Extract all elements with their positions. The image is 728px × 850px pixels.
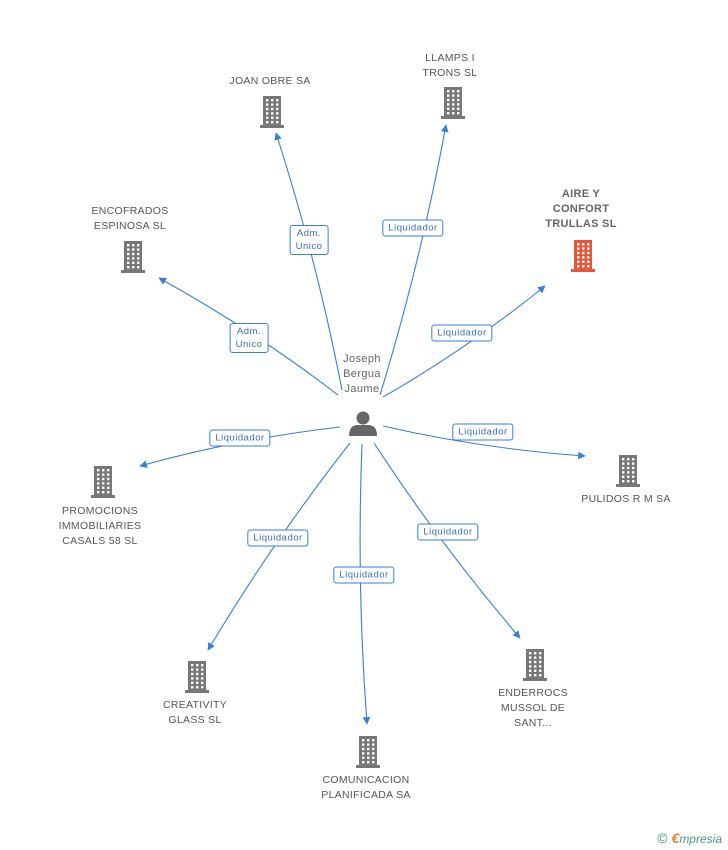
person-icon[interactable]	[349, 411, 377, 437]
company-label-enderrocs-mussol[interactable]: ENDERROCS MUSSOL DE SANT...	[498, 686, 568, 731]
copyright-symbol: ©	[657, 830, 668, 846]
role-badge-promocions-immobiliaries[interactable]: Liquidador	[209, 429, 271, 447]
building-icon[interactable]	[260, 96, 284, 128]
role-badge-encofrados-espinosa[interactable]: Adm. Unico	[229, 323, 269, 353]
building-icon[interactable]	[571, 240, 595, 272]
company-name-line: SANT...	[514, 717, 552, 729]
company-label-joan-obre[interactable]: JOAN OBRE SA	[229, 74, 310, 89]
footer-brand[interactable]: © €mpresia	[657, 830, 722, 846]
company-name-line: GLASS SL	[168, 714, 222, 726]
building-icon[interactable]	[91, 466, 115, 498]
company-name-line: LLAMPS I	[425, 52, 475, 64]
center-name-line: Joseph	[343, 353, 381, 365]
building-icon[interactable]	[441, 87, 465, 119]
company-label-promocions-immobiliaries[interactable]: PROMOCIONS IMMOBILIARIES CASALS 58 SL	[59, 504, 142, 549]
role-text: Unico	[295, 241, 323, 252]
building-icon[interactable]	[356, 736, 380, 768]
company-name-line: ENDERROCS	[498, 687, 568, 699]
center-name-line: Bergua	[343, 368, 381, 380]
role-text: Liquidador	[215, 432, 265, 444]
edge-pulidos-r-m	[382, 425, 586, 460]
company-label-aire-y-confort[interactable]: AIRE Y CONFORT TRULLAS SL	[545, 187, 616, 232]
company-name-line: PULIDOS R M SA	[581, 493, 671, 505]
company-name-line: TRONS SL	[422, 67, 478, 79]
company-name-line: COMUNICACION	[322, 774, 410, 786]
building-icon[interactable]	[616, 455, 640, 487]
role-badge-llamps-i-trons[interactable]: Liquidador	[382, 219, 444, 237]
company-name-line: TRULLAS SL	[545, 218, 617, 230]
company-label-pulidos-r-m[interactable]: PULIDOS R M SA	[581, 492, 670, 507]
center-name-line: Jaume	[344, 383, 380, 395]
company-name-line: IMMOBILIARIES	[58, 520, 142, 532]
role-text: Liquidador	[437, 327, 487, 339]
role-text: Unico	[235, 339, 263, 350]
company-name-line: PROMOCIONS	[62, 505, 138, 517]
company-name-line: ENCOFRADOS	[91, 205, 169, 217]
role-badge-pulidos-r-m[interactable]: Liquidador	[452, 423, 514, 441]
edge-enderrocs-mussol	[373, 442, 521, 639]
role-badge-joan-obre[interactable]: Adm. Unico	[289, 225, 329, 255]
company-label-comunicacion-planificada[interactable]: COMUNICACION PLANIFICADA SA	[321, 773, 410, 803]
role-text: Liquidador	[253, 532, 303, 544]
company-label-encofrados-espinosa[interactable]: ENCOFRADOS ESPINOSA SL	[91, 204, 168, 234]
building-icon[interactable]	[523, 649, 547, 681]
role-text: Liquidador	[339, 569, 389, 581]
building-icon[interactable]	[185, 661, 209, 693]
role-text: Adm.	[236, 326, 262, 337]
edge-creativity-glass	[207, 442, 351, 651]
company-label-llamps-i-trons[interactable]: LLAMPS I TRONS SL	[423, 51, 478, 81]
edge-comunicacion-planificada	[359, 443, 371, 725]
company-name-line: JOAN OBRE SA	[229, 75, 311, 87]
building-icon[interactable]	[121, 241, 145, 273]
brand-rest: mpresia	[679, 832, 722, 846]
company-name-line: PLANIFICADA SA	[321, 789, 411, 801]
company-name-line: CASALS 58 SL	[62, 535, 138, 547]
center-person-name[interactable]: Joseph Bergua Jaume	[343, 352, 381, 397]
role-text: Liquidador	[458, 426, 508, 438]
brand-name: €mpresia	[672, 830, 722, 846]
edge-aire-y-confort	[382, 285, 546, 398]
role-text: Adm.	[296, 228, 322, 239]
company-name-line: AIRE Y	[561, 188, 601, 200]
brand-initial: €	[671, 830, 680, 846]
role-text: Liquidador	[388, 222, 438, 234]
company-name-line: CREATIVITY	[162, 699, 228, 711]
role-badge-creativity-glass[interactable]: Liquidador	[247, 529, 309, 547]
role-badge-enderrocs-mussol[interactable]: Liquidador	[417, 523, 479, 541]
edge-llamps-i-trons	[379, 124, 449, 396]
role-badge-aire-y-confort[interactable]: Liquidador	[431, 324, 493, 342]
company-name-line: ESPINOSA SL	[93, 220, 167, 232]
company-label-creativity-glass[interactable]: CREATIVITY GLASS SL	[163, 698, 227, 728]
role-text: Liquidador	[423, 526, 473, 538]
edge-joan-obre	[274, 132, 343, 391]
company-name-line: CONFORT	[552, 203, 610, 215]
role-badge-comunicacion-planificada[interactable]: Liquidador	[333, 566, 395, 584]
company-name-line: MUSSOL DE	[500, 702, 566, 714]
